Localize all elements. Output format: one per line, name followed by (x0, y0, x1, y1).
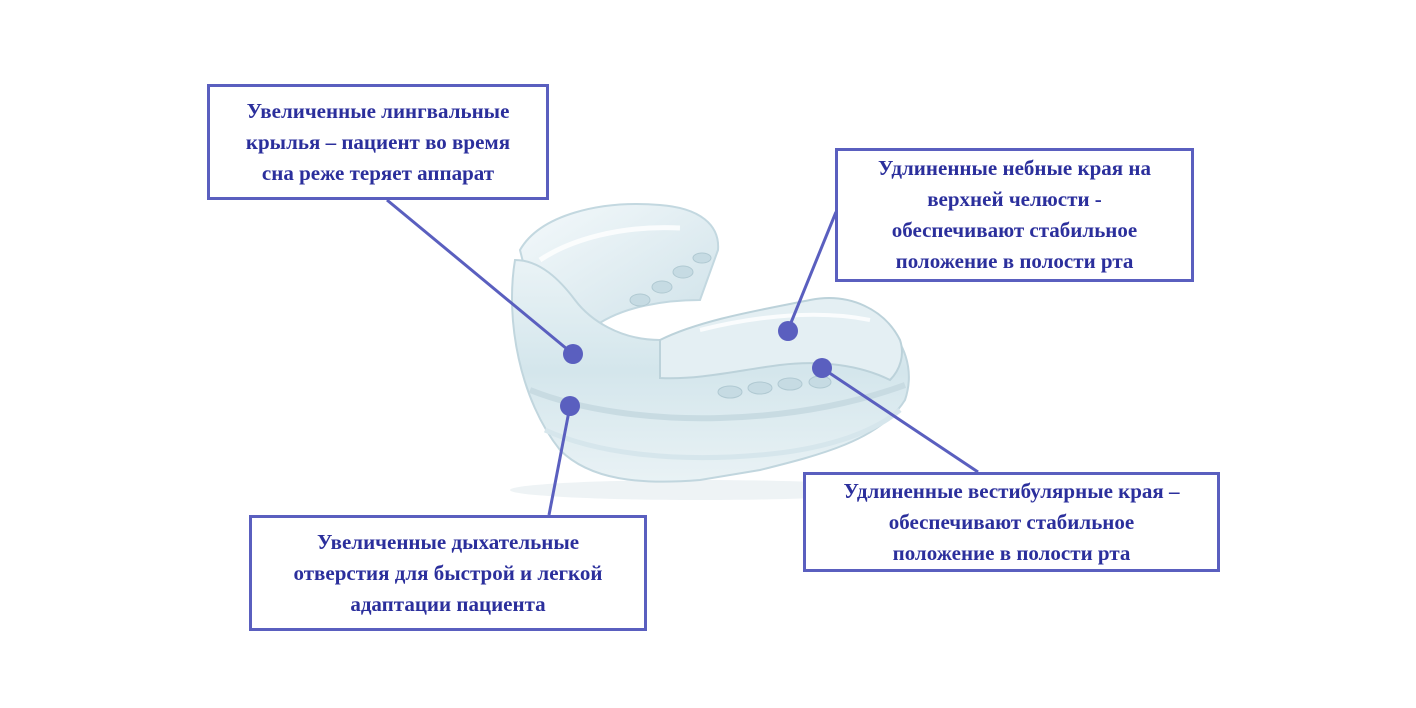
callout-line: отверстия для быстрой и легкой (293, 560, 603, 585)
marker-palatal-edges (778, 321, 798, 341)
markers (560, 321, 832, 416)
leader-line-breathing-holes (547, 405, 572, 516)
callout-line: положение в полости рта (895, 249, 1134, 273)
callout-line: адаптации пациента (350, 591, 546, 616)
mouthguard-illustration (510, 203, 910, 500)
callout-palatal-edges: Удлиненные небные края на верхней челюст… (835, 148, 1194, 282)
callout-line: сна реже теряет аппарат (261, 160, 495, 185)
leader-line-lingual-wings (386, 198, 574, 356)
callout-breathing-holes: Увеличенные дыхательные отверстия для бы… (249, 515, 647, 631)
marker-vestibular-edges (812, 358, 832, 378)
callout-line: обеспечивают стабильное (888, 509, 1135, 534)
callout-line: Удлиненные небные края на (878, 156, 1151, 180)
callout-lingual-wings: Увеличенные лингвальные крылья – пациент… (207, 84, 549, 200)
callout-line: крылья – пациент во время (245, 129, 511, 154)
callout-line: обеспечивают стабильное (891, 218, 1138, 242)
callout-vestibular-edges: Удлиненные вестибулярные края – обеспечи… (803, 472, 1220, 572)
callout-line: Увеличенные дыхательные (316, 529, 580, 554)
leader-lines (386, 198, 979, 516)
leader-line-vestibular-edges (821, 366, 979, 474)
callout-line: Удлиненные вестибулярные края – (843, 478, 1180, 503)
callout-line: положение в полости рта (892, 540, 1131, 565)
marker-lingual-wings (563, 344, 583, 364)
leader-line-palatal-edges (786, 211, 838, 331)
callout-line: Увеличенные лингвальные (246, 98, 510, 123)
callout-line: верхней челюсти - (927, 187, 1102, 211)
marker-breathing-holes (560, 396, 580, 416)
